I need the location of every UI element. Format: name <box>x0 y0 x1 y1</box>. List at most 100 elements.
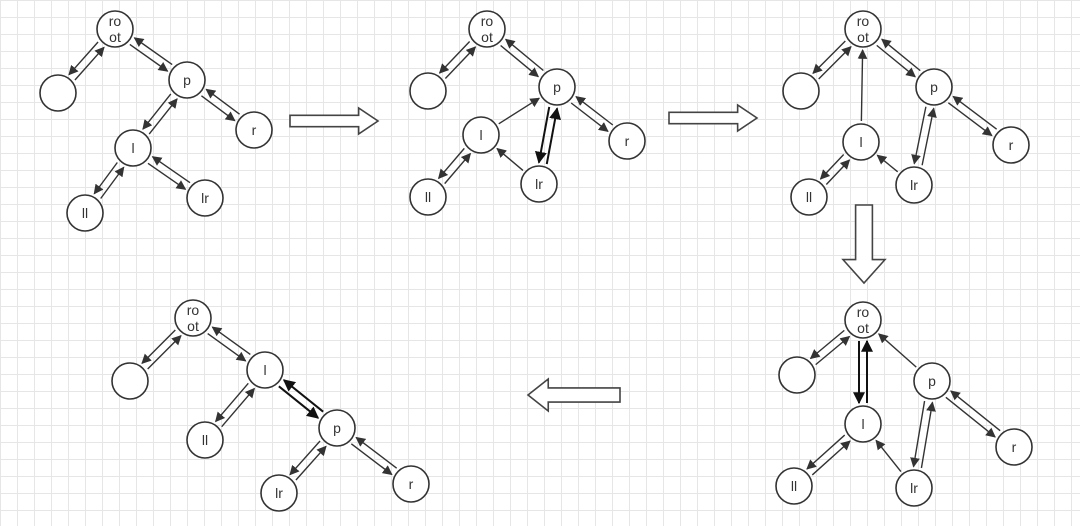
node-ll: ll <box>186 421 224 459</box>
edges-layer <box>68 37 1001 481</box>
node-lr: lr <box>895 166 933 204</box>
edge-p-to-r <box>945 396 996 438</box>
edge-r-to-p <box>950 390 1001 432</box>
node-label-ll: ll <box>425 189 431 205</box>
edge-root-to-l <box>207 332 247 362</box>
edge-lr-to-p <box>921 107 937 166</box>
node-label-l: l <box>859 134 862 150</box>
edge-l-to-lr <box>147 162 187 190</box>
node-label-p: p <box>553 79 561 95</box>
node-ll: ll <box>409 178 447 216</box>
node-label-lr: lr <box>910 177 918 193</box>
diagram-step-4-edges <box>806 329 1001 476</box>
flow-arrow-left-4 <box>526 377 621 413</box>
edge-l-to-ll <box>806 434 846 470</box>
edge-p-to-lr <box>534 106 551 164</box>
node-label-p: p <box>930 79 938 95</box>
diagram-step-1-edges <box>68 37 240 199</box>
node-label-ll: ll <box>791 478 797 494</box>
node-ll: ll <box>790 178 828 216</box>
node-lr: lr <box>520 165 558 203</box>
node-r: r <box>608 122 646 160</box>
edge-l-to-p <box>148 98 178 135</box>
node-blank <box>778 356 816 394</box>
edge-r-to-p <box>355 436 398 469</box>
node-label-lr: lr <box>535 176 543 192</box>
edge-ll-to-l <box>221 387 256 428</box>
node-blank <box>782 72 820 110</box>
edge-lr-to-l <box>151 156 191 184</box>
edge-blank-to-root <box>74 46 105 81</box>
edge-root-to-blank <box>438 40 471 74</box>
node-label-r: r <box>252 122 257 138</box>
node-r: r <box>235 111 273 149</box>
node-ll: ll <box>775 467 813 505</box>
node-label-ll: ll <box>806 189 812 205</box>
node-label-ll: ll <box>202 432 208 448</box>
edge-p-to-r <box>350 443 393 476</box>
edge-root-to-p <box>500 44 540 78</box>
diagram-step-5-edges <box>141 326 398 481</box>
edge-blank-to-root <box>818 45 852 80</box>
edge-l-to-ll <box>214 382 249 423</box>
edge-r-to-p <box>205 88 240 115</box>
flow-arrows-layer <box>289 103 887 413</box>
node-label-r: r <box>1012 439 1017 455</box>
edge-ll-to-l <box>825 159 851 185</box>
edge-root-to-blank <box>68 41 99 76</box>
edge-l-to-ll <box>93 162 118 195</box>
node-label-r: r <box>1009 137 1014 153</box>
edge-r-to-p <box>952 95 998 130</box>
node-l: l <box>246 351 284 389</box>
edge-blank-to-root <box>147 334 182 370</box>
edge-p-to-r <box>570 102 609 132</box>
node-p: p <box>168 61 206 99</box>
edge-root-to-blank <box>141 329 176 365</box>
node-label-l: l <box>861 416 864 432</box>
edge-lr-to-p <box>920 401 936 469</box>
node-l: l <box>462 116 500 154</box>
edge-ll-to-l <box>811 440 851 476</box>
edge-p-to-root <box>133 37 173 66</box>
node-label-l: l <box>263 362 266 378</box>
edge-root-to-blank <box>812 40 846 75</box>
node-label-p: p <box>928 373 936 389</box>
node-ll: ll <box>66 194 104 232</box>
edge-l-to-p <box>498 97 541 125</box>
node-p: p <box>915 68 953 106</box>
diagram-step-3-edges <box>812 38 998 185</box>
diagram-step-2-edges <box>437 38 614 185</box>
edge-p-to-root <box>881 38 921 72</box>
edge-lr-to-l <box>496 147 524 171</box>
edge-p-to-l <box>142 93 172 130</box>
edge-lr-to-l <box>876 154 899 173</box>
edge-r-to-p <box>575 96 614 126</box>
edge-p-to-lr <box>911 106 927 165</box>
edge-p-to-root <box>504 38 544 72</box>
edge-ll-to-l <box>100 166 125 199</box>
edge-l-to-root <box>857 49 868 122</box>
edge-blank-to-root <box>815 335 851 366</box>
node-blank <box>409 72 447 110</box>
node-label-ll: ll <box>82 205 88 221</box>
node-l: l <box>114 129 152 167</box>
node-label-lr: lr <box>910 480 918 496</box>
node-label-l: l <box>131 140 134 156</box>
node-p: p <box>318 409 356 447</box>
edge-p-to-r <box>947 102 993 137</box>
node-r: r <box>392 465 430 503</box>
node-label-lr: lr <box>201 190 209 206</box>
node-blank <box>39 74 77 112</box>
